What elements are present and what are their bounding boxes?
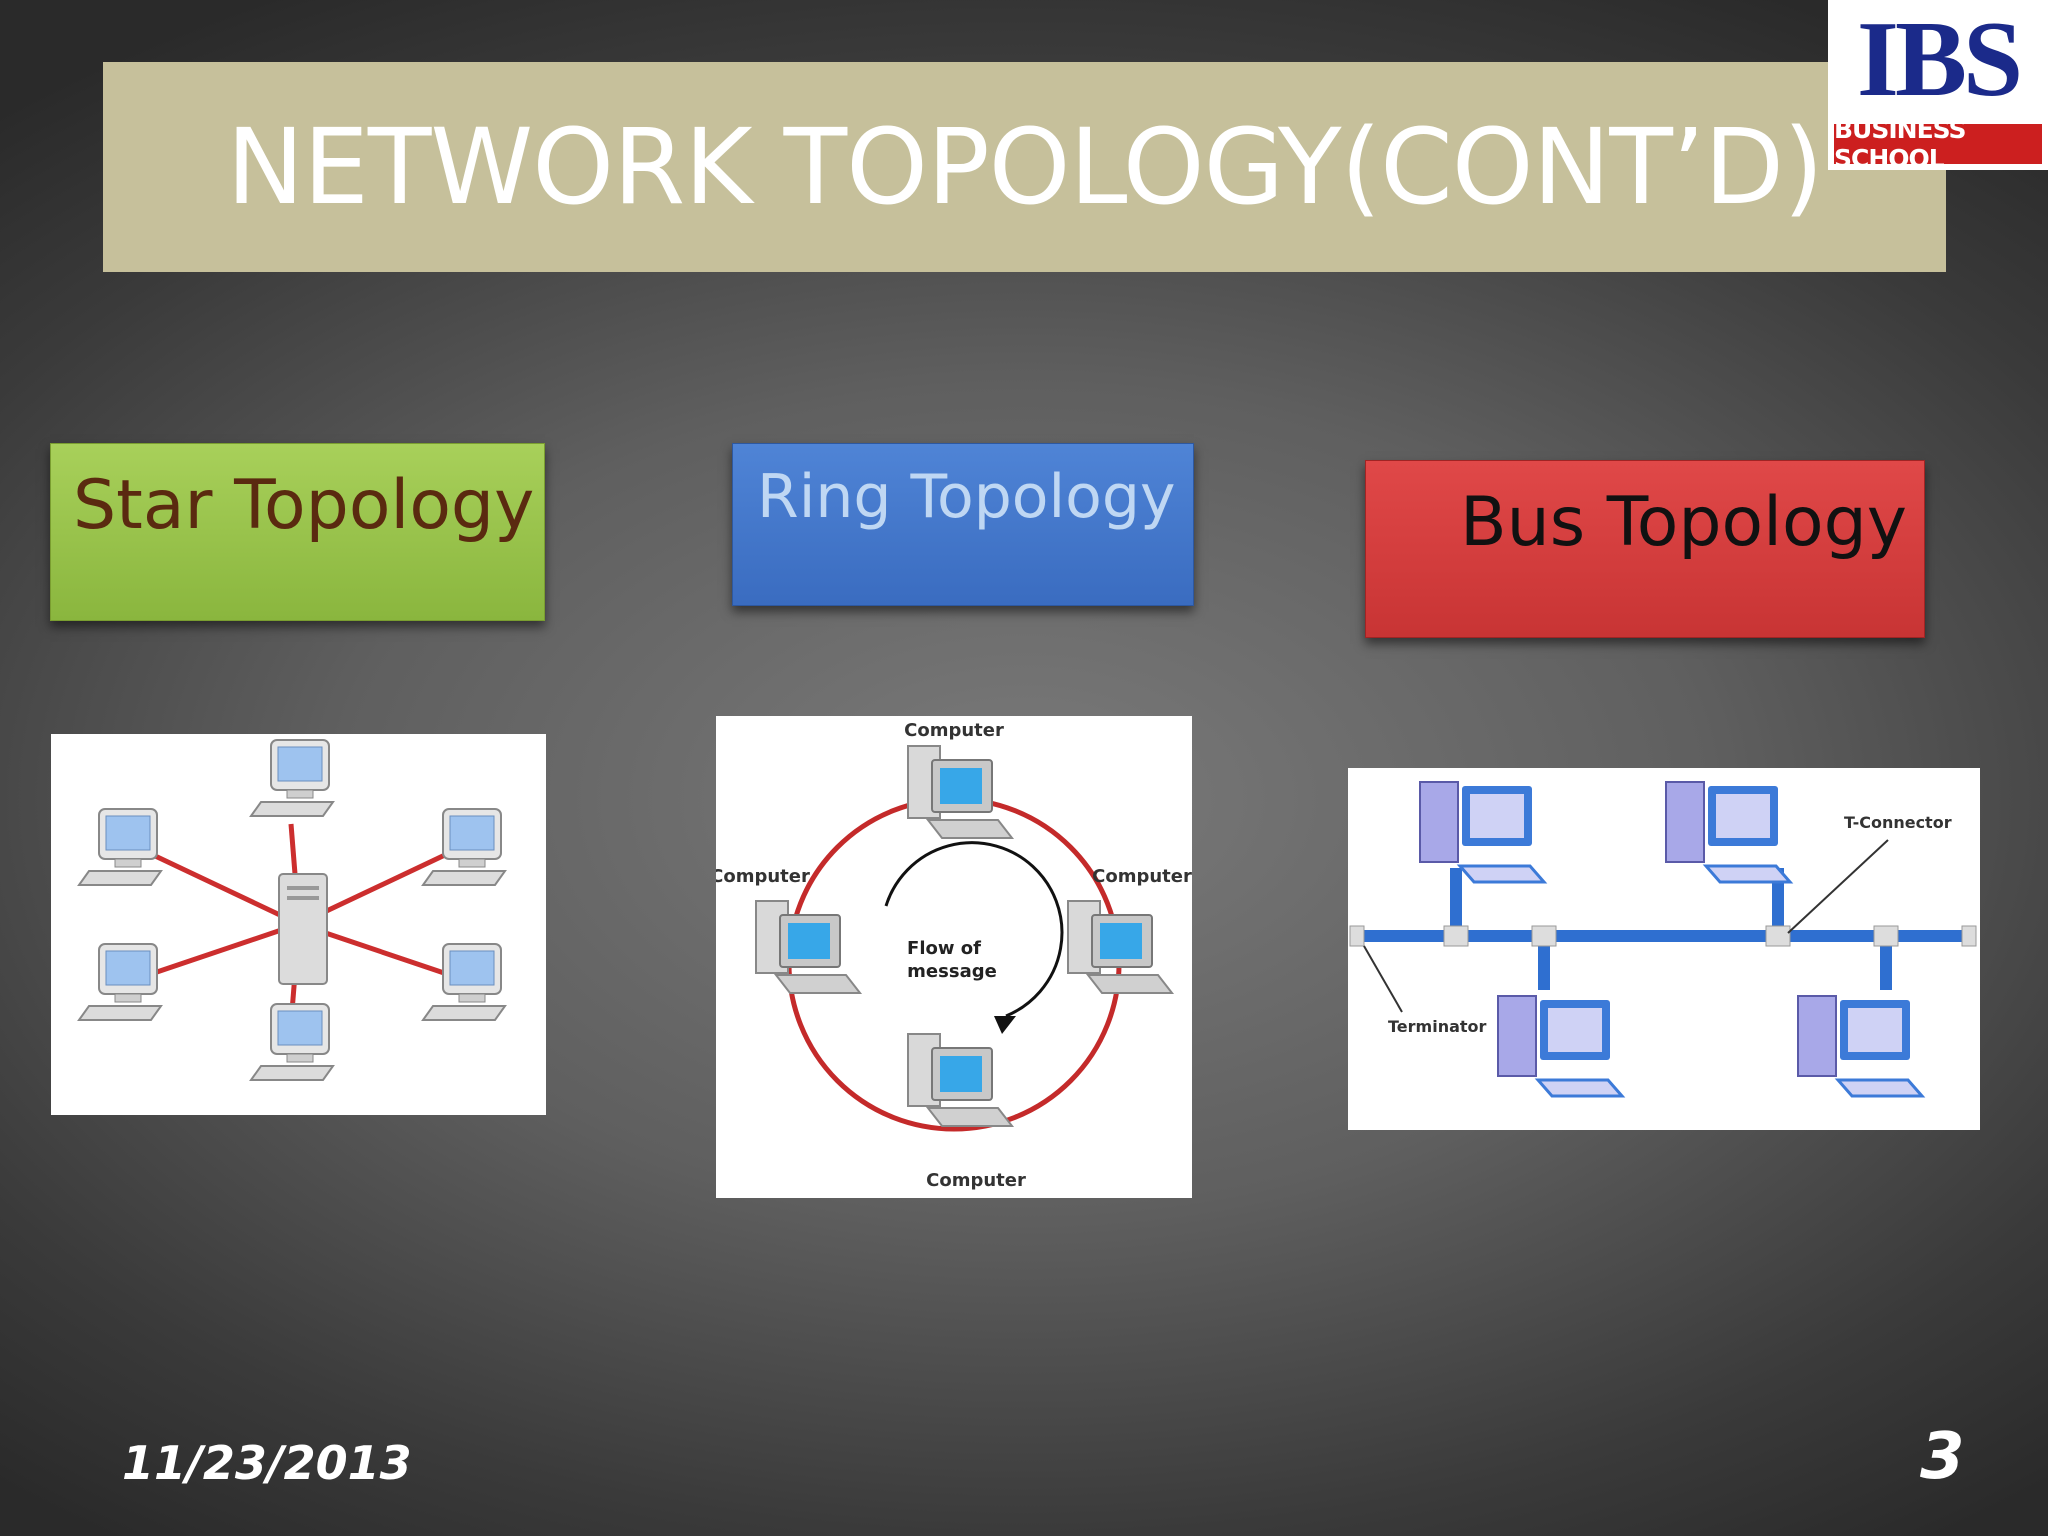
bus-backbone (1360, 930, 1964, 942)
computer-icon (78, 943, 162, 1021)
bus-topology-label: Bus Topology (1365, 460, 1925, 638)
ring-node-label: Computer (716, 866, 810, 887)
terminator-label: Terminator (1388, 1017, 1487, 1036)
slide-title: NETWORK TOPOLOGY(CONT’D) (226, 106, 1823, 228)
slide-number: 3 (1920, 1420, 1965, 1494)
computer-icon (422, 808, 506, 886)
footer-date: 11/23/2013 (122, 1436, 412, 1490)
ibs-logo: IBS BUSINESS SCHOOL (1828, 0, 2048, 173)
computer-icon (1796, 994, 1924, 1098)
star-topology-label: Star Topology (50, 443, 545, 621)
ring-topology-diagram: Computer Computer Computer Computer Flow… (710, 716, 1192, 1198)
hub-server-icon (278, 873, 328, 985)
flow-arrow-icon (884, 841, 1064, 1018)
ring-node-label: Computer (1092, 866, 1192, 887)
computer-icon (907, 1033, 1013, 1127)
computer-icon (422, 943, 506, 1021)
computer-icon (250, 1003, 334, 1081)
computer-icon (1418, 780, 1546, 884)
ring-node-label: Computer (926, 1170, 1026, 1191)
computer-icon (755, 900, 861, 994)
logo-name: IBS (1856, 0, 2023, 119)
computer-icon (1664, 780, 1792, 884)
computer-icon (907, 745, 1013, 839)
star-topology-diagram (51, 734, 546, 1115)
title-bar (103, 62, 1946, 272)
flow-label-line1: Flow of (907, 938, 981, 959)
computer-icon (1067, 900, 1173, 994)
logo-tagline: BUSINESS SCHOOL (1834, 115, 2042, 173)
bus-topology-diagram: T-Connector Terminator (1348, 768, 1980, 1130)
computer-icon (78, 808, 162, 886)
computer-icon (250, 739, 334, 817)
t-connector-label: T-Connector (1844, 813, 1952, 832)
ring-topology-text: Ring Topology (757, 462, 1176, 532)
ring-node-label: Computer (904, 720, 1004, 741)
ring-topology-label: Ring Topology (732, 443, 1194, 606)
bus-topology-text: Bus Topology (1460, 483, 1908, 562)
star-topology-text: Star Topology (73, 466, 535, 545)
flow-label-line2: message (907, 961, 997, 982)
t-connector-icon (1349, 925, 1977, 947)
computer-icon (1496, 994, 1624, 1098)
